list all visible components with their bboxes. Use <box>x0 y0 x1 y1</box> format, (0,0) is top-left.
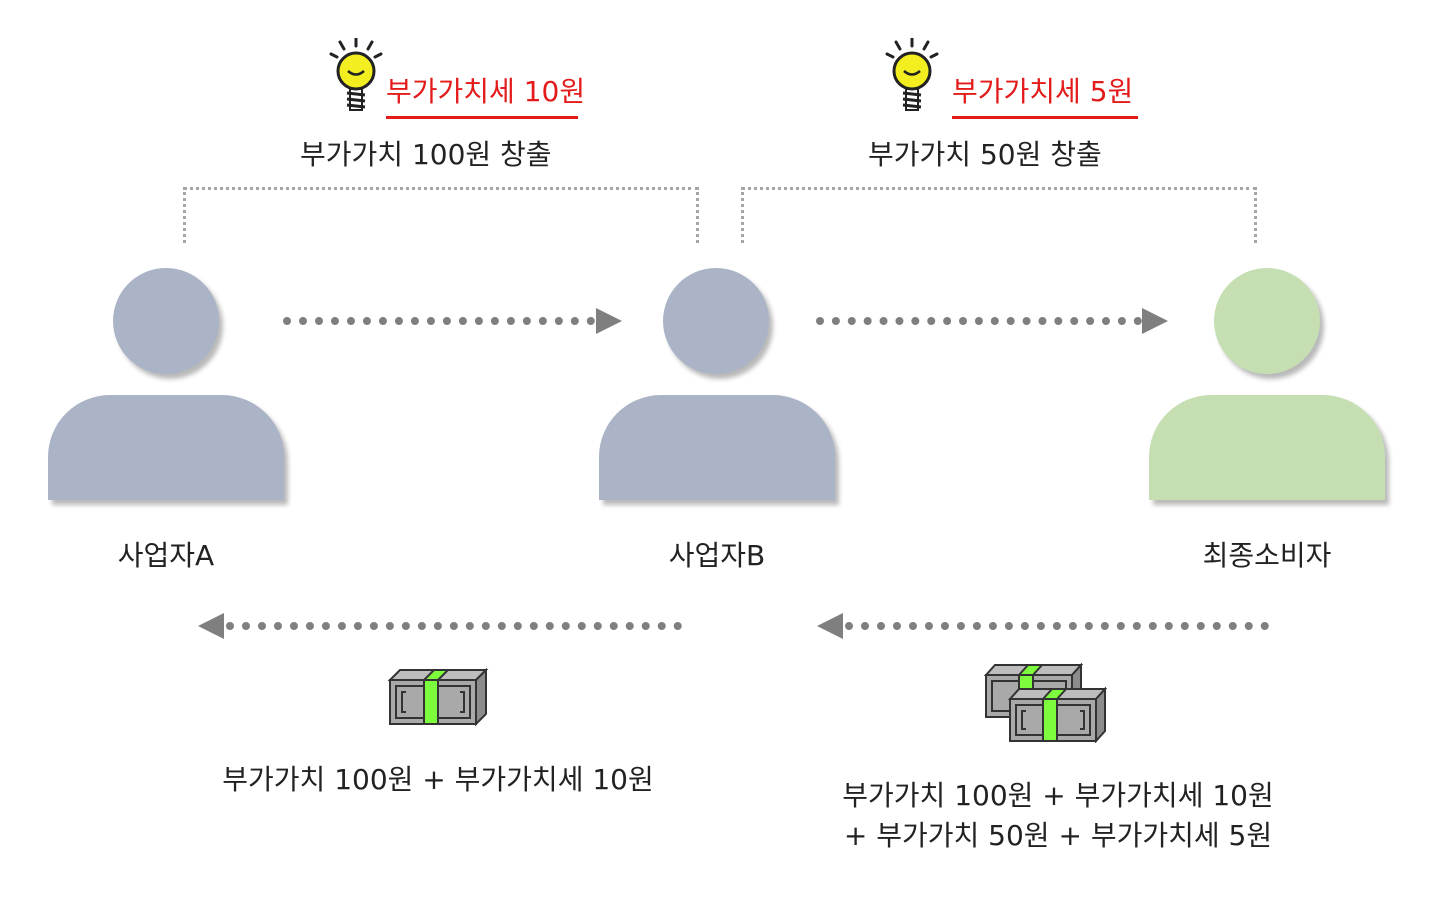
arrowhead-right-icon <box>596 308 622 334</box>
lightbulb-icon <box>329 38 383 111</box>
flow-arrow-a-to-b <box>283 317 595 325</box>
tax-underline <box>952 116 1138 119</box>
payment-text: 부가가치 100원 + 부가가치세 10원 <box>842 779 1274 812</box>
lightbulb-icon <box>885 38 939 111</box>
value-annotation-ab: 부가가치세 10원 부가가치 100원 창출 <box>290 30 590 180</box>
actor-body <box>48 395 284 500</box>
value-annotation-bc: 부가가치세 5원 부가가치 50원 창출 <box>860 30 1160 180</box>
actor-name: 사업자B <box>668 539 766 572</box>
arrowhead-left-icon <box>198 613 224 639</box>
actor-body <box>1149 395 1385 500</box>
bracket-bc <box>741 187 1257 243</box>
arrowhead-right-icon <box>1142 308 1168 334</box>
payment-text: + 부가가치 50원 + 부가가치세 5원 <box>843 819 1273 852</box>
actor-name: 최종소비자 <box>1202 539 1332 572</box>
bracket-ab <box>183 187 699 243</box>
value-tax-label: 부가가치세 10원 <box>386 75 586 108</box>
actor-head <box>1214 268 1320 374</box>
flow-arrow-b-to-consumer <box>816 317 1142 325</box>
arrowhead-left-icon <box>817 613 843 639</box>
cash-bundle-icon <box>387 668 489 727</box>
payment-arrow-consumer-to-b <box>845 622 1269 630</box>
actor-head <box>663 268 769 374</box>
actor-body <box>599 395 835 500</box>
value-created-label: 부가가치 50원 창출 <box>868 138 1102 171</box>
actor-head <box>113 268 219 374</box>
cash-bundle-icon <box>983 663 1108 743</box>
value-created-label: 부가가치 100원 창출 <box>300 138 552 171</box>
payment-text: 부가가치 100원 + 부가가치세 10원 <box>222 763 654 796</box>
value-tax-label: 부가가치세 5원 <box>952 75 1134 108</box>
payment-arrow-b-to-a <box>226 622 682 630</box>
tax-underline <box>386 116 578 119</box>
actor-name: 사업자A <box>117 539 215 572</box>
